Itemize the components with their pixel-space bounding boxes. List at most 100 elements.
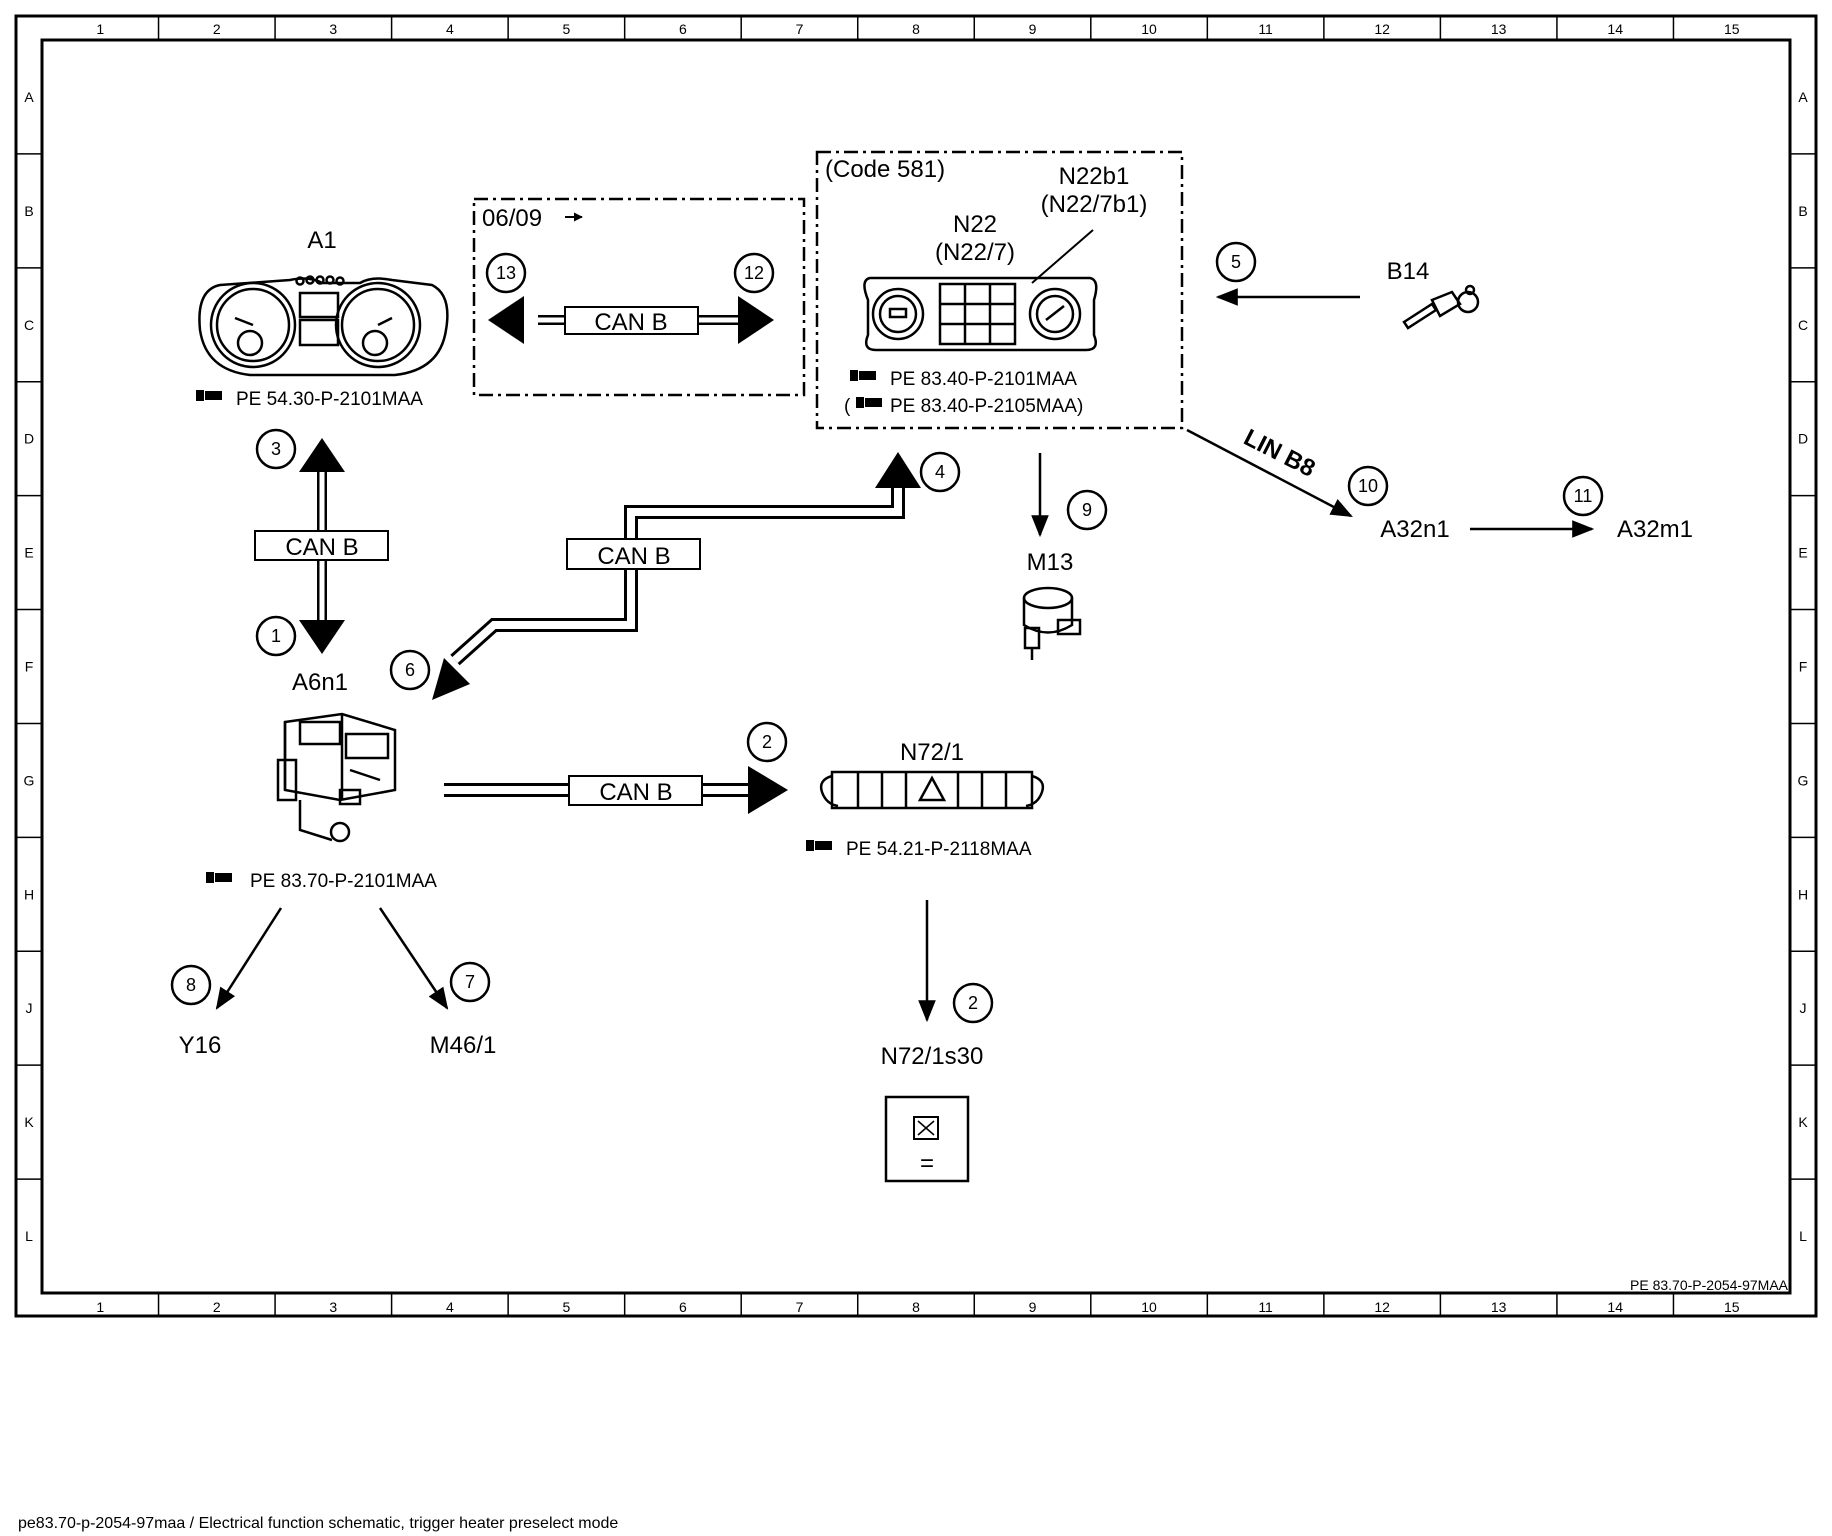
grid-column-label: 3 [329, 1299, 337, 1315]
step-marker-circle [255, 615, 297, 657]
grid-column-label: 9 [1029, 1299, 1037, 1315]
n22b1-sublabel: (N22/7b1) [1041, 191, 1148, 218]
grid-column-label: 13 [1491, 21, 1507, 37]
grid-row-label: H [24, 886, 34, 902]
a1-ref-text: PE 54.30-P-2101MAA [236, 389, 423, 410]
grid-column-label: 10 [1141, 21, 1157, 37]
grid-row-label: C [1798, 317, 1808, 333]
grid-column-label: 1 [96, 1299, 104, 1315]
grid-row-label: B [24, 203, 33, 219]
code-581-box [815, 150, 1184, 430]
can-b-link-13-12: CAN B [488, 296, 774, 344]
grid-row-label: E [1798, 545, 1807, 561]
a6n1-ref-text: PE 83.70-P-2101MAA [250, 871, 437, 892]
hazard-triangle-icon [917, 775, 947, 802]
n72-1s30-switch-icon: = [884, 1095, 970, 1183]
n22b1-label: N22b1 [1059, 163, 1130, 190]
step-marker-number: 9 [1082, 500, 1092, 520]
grid-row-label: F [1799, 659, 1808, 675]
grid-row-label: A [24, 89, 34, 105]
a6n1-to-y16-arrow [215, 907, 283, 1010]
step-marker-number: 12 [744, 263, 764, 283]
step-marker-circle [1562, 475, 1604, 517]
can-b-label-middle: CAN B [597, 543, 670, 570]
grid-column-label: 13 [1491, 1299, 1507, 1315]
lin-b8-label: LIN B8 [1239, 424, 1319, 483]
a1-ref: PE 54.30-P-2101MAA [196, 389, 423, 410]
grid-column-label: 12 [1374, 21, 1390, 37]
n72-1-label: N72/1 [900, 739, 964, 766]
grid-column-label: 4 [446, 21, 454, 37]
grid-column-label: 2 [213, 21, 221, 37]
can-b-link-4-6: CAN B [432, 452, 921, 700]
step-marker-circle [1066, 489, 1108, 531]
m13-label: M13 [1027, 549, 1074, 576]
grid-row-label: B [1798, 203, 1807, 219]
grid-column-label: 8 [912, 21, 920, 37]
step-marker-circle [389, 649, 431, 691]
grid-row-label: H [1798, 886, 1808, 902]
lin-b8-link [1186, 428, 1353, 518]
step-marker-circle [919, 451, 961, 493]
grid-row-label: D [1798, 431, 1808, 447]
step-marker-circle [1347, 465, 1389, 507]
a6n1-label: A6n1 [292, 669, 348, 696]
a32m1-label: A32m1 [1617, 516, 1693, 543]
grid-row-label: L [1799, 1228, 1807, 1244]
grid-column-label: 9 [1029, 21, 1037, 37]
grid-column-label: 15 [1724, 1299, 1740, 1315]
can-b-label-left: CAN B [285, 534, 358, 561]
grid-column-label: 6 [679, 21, 687, 37]
grid-column-label: 6 [679, 1299, 687, 1315]
y16-label: Y16 [179, 1032, 222, 1059]
step-marker-circle [746, 721, 788, 763]
can-b-label-top: CAN B [594, 309, 667, 336]
step-marker-number: 5 [1231, 252, 1241, 272]
a6n1-ref: PE 83.70-P-2101MAA [206, 871, 437, 892]
grid-column-label: 8 [912, 1299, 920, 1315]
grid-row-label: J [1800, 1000, 1807, 1016]
grid-column-label: 14 [1607, 1299, 1623, 1315]
grid-ticks [16, 16, 1816, 1316]
grid-column-label: 1 [96, 21, 104, 37]
code-581-label: (Code 581) [825, 156, 945, 183]
grid-row-label: D [24, 431, 34, 447]
a1-instrument-cluster-icon [198, 275, 449, 377]
grid-column-label: 10 [1141, 1299, 1157, 1315]
grid-column-label: 5 [563, 21, 571, 37]
a6n1-to-m46-1-arrow [378, 907, 449, 1010]
n22-label: N22 [953, 211, 997, 238]
grid-row-label: E [24, 545, 33, 561]
step-marker-number: 8 [186, 975, 196, 995]
grid-column-label: 14 [1607, 21, 1623, 37]
step-marker-number: 4 [935, 462, 945, 482]
grid-row-label: G [24, 772, 35, 788]
grid-column-label: 11 [1258, 21, 1273, 37]
reference-hand-icon [806, 840, 832, 851]
step-marker-circle [952, 982, 994, 1024]
n22-ref: PE 83.40-P-2101MAA ( PE 83.40-P-2105MAA) [844, 369, 1083, 417]
a1-label: A1 [307, 227, 336, 254]
step-marker-number: 7 [465, 972, 475, 992]
n22b1-leader [1031, 229, 1094, 284]
n72-1-ref: PE 54.21-P-2118MAA [806, 839, 1032, 860]
step-marker-number: 11 [1574, 486, 1593, 506]
grid-column-label: 12 [1374, 1299, 1390, 1315]
grid-row-label: A [1798, 89, 1808, 105]
date-box [472, 197, 806, 397]
can-b-link-3-1: CAN B [254, 438, 389, 654]
b14-sensor-icon [1402, 284, 1480, 330]
a6n1-heater-unit-icon [276, 712, 397, 843]
grid-column-label: 3 [329, 21, 337, 37]
step-marker-number: 10 [1358, 476, 1378, 496]
step-marker-number: 1 [271, 626, 281, 646]
outer-frame [14, 14, 1818, 1318]
grid-row-label: K [1798, 1114, 1808, 1130]
n22-control-panel-icon [863, 276, 1098, 352]
n22-ref-text: PE 83.40-P-2101MAA [890, 369, 1077, 390]
reference-hand-icon [196, 390, 222, 401]
step-marker-circle [485, 252, 527, 294]
step-marker-number: 2 [762, 732, 772, 752]
grid-labels: 1122334455667788991010111112121313141415… [24, 21, 1809, 1315]
